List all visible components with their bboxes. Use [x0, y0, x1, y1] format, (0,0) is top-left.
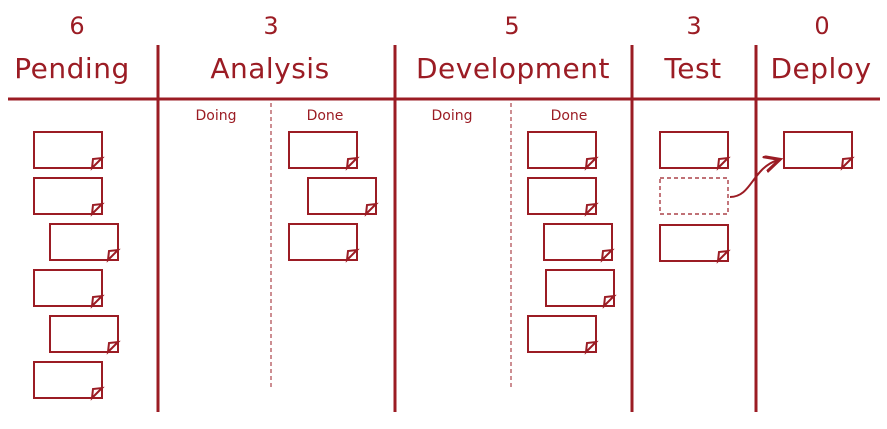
move-to-deploy-arrow: [729, 160, 778, 198]
pending-card-3[interactable]: [49, 223, 121, 263]
development-title: Development: [416, 52, 610, 85]
deploy-count: 0: [814, 12, 829, 40]
test-card-2[interactable]: [659, 224, 731, 264]
pending-card-6[interactable]: [33, 361, 105, 401]
pending-card-4[interactable]: [33, 269, 105, 309]
pending-count: 6: [69, 12, 84, 40]
test-placeholder-card-1[interactable]: [659, 177, 729, 215]
analysis-done-card-1[interactable]: [288, 131, 360, 171]
analysis-done-card-2[interactable]: [307, 177, 379, 217]
board-grid: [8, 45, 880, 412]
pending-title: Pending: [14, 52, 129, 85]
pending-card-1[interactable]: [33, 131, 105, 171]
analysis-done-label: Done: [307, 108, 344, 124]
cards-layer: [33, 131, 855, 401]
development-done-card-5[interactable]: [527, 315, 599, 355]
development-doing-label: Doing: [432, 108, 473, 124]
development-count: 5: [504, 12, 519, 40]
test-card-1[interactable]: [659, 131, 731, 171]
deploy-title: Deploy: [770, 52, 871, 85]
test-title: Test: [663, 52, 721, 85]
analysis-title: Analysis: [210, 52, 329, 85]
development-done-card-1[interactable]: [527, 131, 599, 171]
analysis-count: 3: [263, 12, 278, 40]
column-titles: Pending Analysis Development Test Deploy: [14, 52, 871, 85]
development-done-card-3[interactable]: [543, 223, 615, 263]
analysis-doing-label: Doing: [196, 108, 237, 124]
subcolumn-labels: Doing Done Doing Done: [196, 108, 588, 124]
test-count: 3: [686, 12, 701, 40]
pending-card-5[interactable]: [49, 315, 121, 355]
development-done-label: Done: [551, 108, 588, 124]
development-done-card-2[interactable]: [527, 177, 599, 217]
analysis-done-card-3[interactable]: [288, 223, 360, 263]
pending-card-2[interactable]: [33, 177, 105, 217]
column-counts: 6 3 5 3 0: [69, 12, 829, 40]
development-done-card-4[interactable]: [545, 269, 617, 309]
deploy-card-1[interactable]: [783, 131, 855, 171]
